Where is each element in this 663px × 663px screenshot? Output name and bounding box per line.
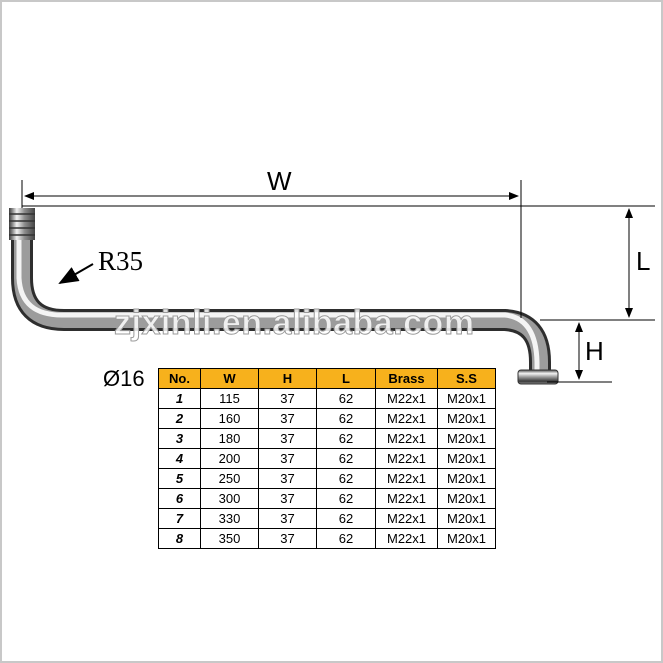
cell-no: 7	[158, 508, 201, 529]
table-row: 2 160 37 62 M22x1 M20x1	[158, 408, 496, 429]
cell-h: 37	[258, 448, 317, 469]
cell-l: 62	[316, 408, 376, 429]
cell-w: 115	[200, 388, 259, 409]
width-dimension: W	[21, 166, 522, 318]
cell-brass: M22x1	[375, 528, 438, 549]
cell-ss: M20x1	[437, 388, 496, 409]
cell-w: 160	[200, 408, 259, 429]
table-row: 3 180 37 62 M22x1 M20x1	[158, 428, 496, 449]
cell-no: 4	[158, 448, 201, 469]
header-h: H	[258, 368, 317, 389]
table-row: 7 330 37 62 M22x1 M20x1	[158, 508, 496, 529]
watermark-text: zjxinli.en.alibaba.com	[114, 304, 475, 342]
header-no: No.	[158, 368, 201, 389]
header-l: L	[316, 368, 376, 389]
cell-l: 62	[316, 468, 376, 489]
cell-no: 1	[158, 388, 201, 409]
cell-w: 300	[200, 488, 259, 509]
table-row: 4 200 37 62 M22x1 M20x1	[158, 448, 496, 469]
header-w: W	[200, 368, 259, 389]
cell-l: 62	[316, 388, 376, 409]
cell-l: 62	[316, 488, 376, 509]
cell-w: 350	[200, 528, 259, 549]
length-label: L	[636, 246, 650, 276]
cell-ss: M20x1	[437, 408, 496, 429]
height-label: H	[585, 336, 604, 366]
cell-h: 37	[258, 508, 317, 529]
table-row: 1 115 37 62 M22x1 M20x1	[158, 388, 496, 409]
cell-no: 8	[158, 528, 201, 549]
cell-l: 62	[316, 428, 376, 449]
cell-ss: M20x1	[437, 468, 496, 489]
cell-brass: M22x1	[375, 408, 438, 429]
table-row: 5 250 37 62 M22x1 M20x1	[158, 468, 496, 489]
cell-h: 37	[258, 388, 317, 409]
cell-brass: M22x1	[375, 448, 438, 469]
radius-label: R35	[98, 246, 143, 276]
table-header-row: No. W H L Brass S.S	[158, 368, 496, 389]
cell-ss: M20x1	[437, 448, 496, 469]
cell-h: 37	[258, 528, 317, 549]
diameter-label: Ø16	[103, 366, 145, 391]
header-ss: S.S	[437, 368, 496, 389]
cell-l: 62	[316, 528, 376, 549]
cell-brass: M22x1	[375, 508, 438, 529]
cell-l: 62	[316, 508, 376, 529]
cell-l: 62	[316, 448, 376, 469]
radius-callout: R35	[58, 246, 143, 284]
cell-no: 3	[158, 428, 201, 449]
spec-table: No. W H L Brass S.S 1 115 37 62 M22x1 M2…	[158, 368, 496, 549]
height-dimension: H	[547, 322, 612, 383]
table-row: 6 300 37 62 M22x1 M20x1	[158, 488, 496, 509]
cell-w: 180	[200, 428, 259, 449]
cell-h: 37	[258, 468, 317, 489]
header-brass: Brass	[375, 368, 438, 389]
width-label: W	[267, 166, 292, 196]
cell-brass: M22x1	[375, 488, 438, 509]
cell-w: 250	[200, 468, 259, 489]
cell-ss: M20x1	[437, 528, 496, 549]
cell-no: 5	[158, 468, 201, 489]
cell-no: 2	[158, 408, 201, 429]
cell-w: 330	[200, 508, 259, 529]
cell-no: 6	[158, 488, 201, 509]
cell-ss: M20x1	[437, 508, 496, 529]
cell-brass: M22x1	[375, 468, 438, 489]
length-dimension: L	[22, 205, 655, 321]
cell-w: 200	[200, 448, 259, 469]
cell-ss: M20x1	[437, 488, 496, 509]
table-row: 8 350 37 62 M22x1 M20x1	[158, 528, 496, 549]
cell-h: 37	[258, 488, 317, 509]
cell-h: 37	[258, 428, 317, 449]
chrome-spout-pipe	[9, 208, 559, 385]
cell-ss: M20x1	[437, 428, 496, 449]
cell-brass: M22x1	[375, 428, 438, 449]
cell-brass: M22x1	[375, 388, 438, 409]
cell-h: 37	[258, 408, 317, 429]
